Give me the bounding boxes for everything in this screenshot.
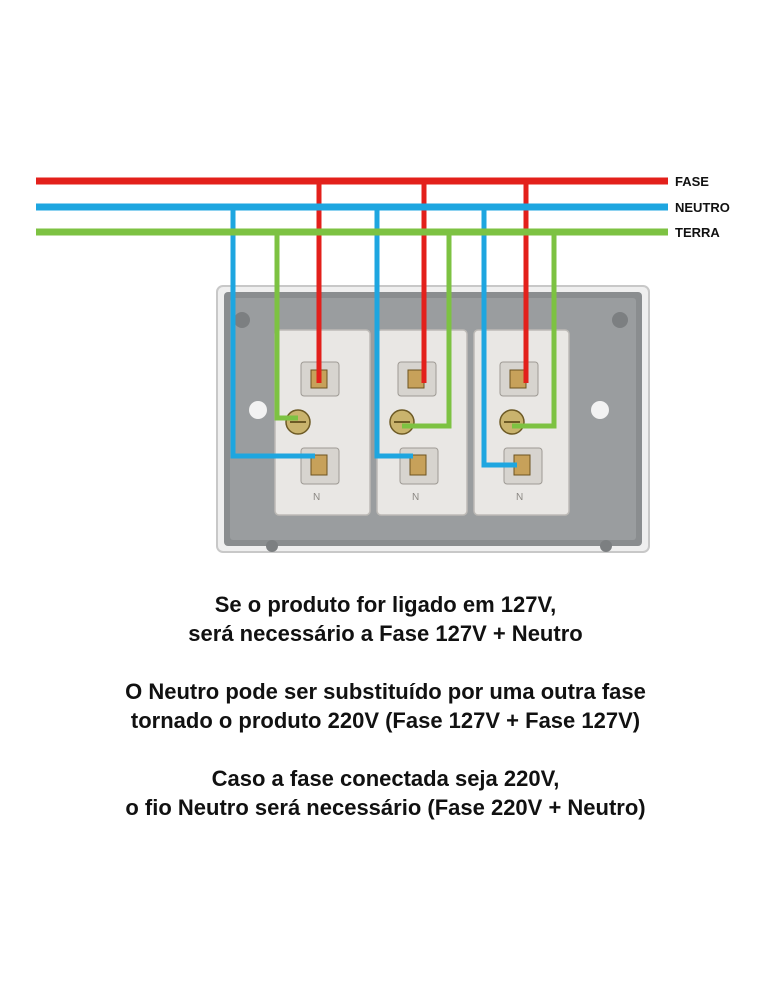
plate-mount-hole (249, 401, 267, 419)
note-127v: Se o produto for ligado em 127V, será ne… (0, 590, 771, 648)
outlet-neutral-mark: N (412, 492, 419, 503)
plate-screw-hole (600, 540, 612, 552)
outlet-left: N (274, 329, 371, 516)
note-line: Caso a fase conectada seja 220V, (211, 766, 560, 791)
outlet-body (274, 329, 371, 516)
plate-screw-hole (234, 312, 250, 328)
note-line: tornado o produto 220V (Fase 127V + Fase… (130, 708, 641, 733)
terra-drop-left (274, 232, 298, 421)
plate-screw-hole (266, 540, 278, 552)
fase-label: FASE (675, 174, 709, 189)
outlet-neutral-mark: N (313, 492, 320, 503)
neutro-drop-right (481, 207, 517, 468)
terra-drop-middle (402, 232, 452, 429)
plate-screw-hole (612, 312, 628, 328)
note-line: O Neutro pode ser substituído por uma ou… (125, 679, 646, 704)
neutro-label: NEUTRO (675, 200, 730, 215)
outlet-bottom-terminal (310, 454, 328, 476)
outlet-bottom-terminal (409, 454, 427, 476)
fase-drops (316, 181, 529, 383)
terra-drop-right (512, 232, 557, 429)
outlet-middle: N (376, 329, 468, 516)
plate-mount-hole (591, 401, 609, 419)
wiring-diagram: N N N (36, 174, 730, 553)
neutro-drop-left (230, 207, 315, 459)
terra-drops (274, 232, 557, 429)
note-substitute-neutral: O Neutro pode ser substituído por uma ou… (0, 677, 771, 735)
neutro-drops (230, 207, 517, 468)
note-line: será necessário a Fase 127V + Neutro (188, 621, 583, 646)
note-220v: Caso a fase conectada seja 220V, o fio N… (0, 764, 771, 822)
note-line: Se o produto for ligado em 127V, (214, 592, 557, 617)
outlet-neutral-mark: N (516, 492, 523, 503)
outlet-right: N (473, 329, 570, 516)
terra-label: TERRA (675, 225, 720, 240)
notes-block: Se o produto for ligado em 127V, será ne… (0, 590, 771, 851)
neutro-drop-middle (374, 207, 413, 459)
note-line: o fio Neutro será necessário (Fase 220V … (125, 795, 646, 820)
